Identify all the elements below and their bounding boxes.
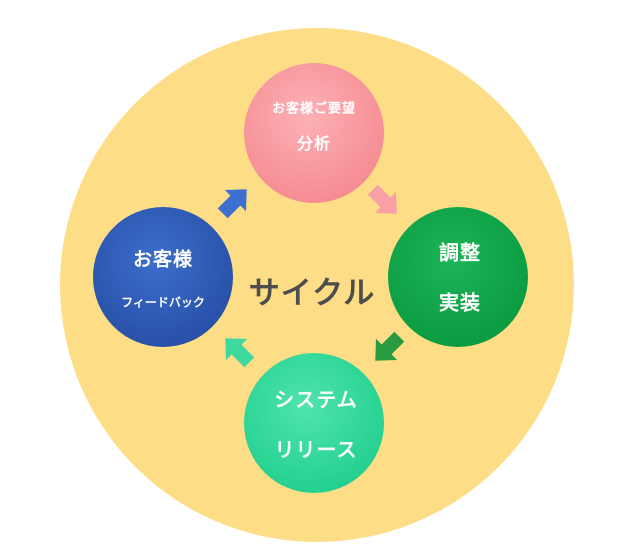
arrow-blue-icon [217, 189, 247, 219]
background-circle [60, 28, 574, 542]
implement-title: 調整 [439, 240, 481, 265]
feedback-subtitle: フィードバック [121, 295, 205, 310]
node-circle-implement [388, 207, 528, 347]
center-label: サイクル [248, 275, 376, 312]
release-subtitle: リリース [274, 437, 358, 462]
feedback-title: お客様 [132, 248, 194, 271]
arrow-mint-icon [225, 338, 255, 368]
node-circle-analysis [244, 63, 384, 203]
arrow-pink-icon [367, 184, 397, 214]
arrow-green-icon [375, 331, 405, 361]
analysis-subtitle: 分析 [296, 134, 332, 153]
node-circle-feedback [93, 207, 233, 347]
release-title: システム [274, 387, 358, 412]
analysis-title: お客様ご要望 [271, 101, 357, 117]
node-circle-release [244, 353, 384, 493]
implement-subtitle: 実装 [439, 290, 481, 315]
